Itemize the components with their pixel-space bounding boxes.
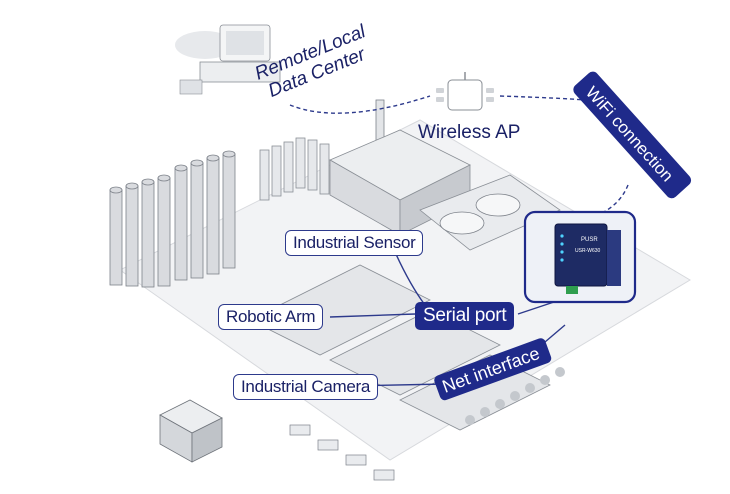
device-brand: PUSR	[581, 237, 598, 243]
device-model: USR-W630	[575, 248, 601, 254]
office-building	[159, 399, 223, 463]
usr-device-panel: PUSR USR-W630	[523, 210, 637, 304]
connection-lines	[289, 95, 629, 387]
router-icon	[554, 223, 608, 287]
treatment-basins	[419, 174, 561, 251]
terminal-connector	[566, 286, 578, 294]
data-center-illustration	[175, 24, 281, 95]
dc-to-ap-link	[289, 95, 431, 114]
trees	[465, 367, 565, 425]
industrial-camera-label: Industrial Camera	[233, 374, 379, 400]
sensor-to-serial-link	[394, 251, 426, 306]
silo-cluster	[109, 150, 236, 288]
tank-farm	[259, 137, 330, 201]
wifi-connection-label: WiFi connection	[582, 83, 677, 186]
serial-port-label: Serial port	[415, 302, 515, 330]
ap-to-wifi-link	[499, 95, 586, 101]
robotic-arm-label: Robotic Arm	[218, 304, 324, 330]
wifi-to-device-link	[597, 184, 629, 216]
truck-row	[289, 424, 395, 481]
wireless-ap-label: Wireless AP	[418, 122, 521, 143]
wireless-ap-device	[436, 72, 494, 111]
industrial-sensor-label: Industrial Sensor	[285, 230, 424, 256]
